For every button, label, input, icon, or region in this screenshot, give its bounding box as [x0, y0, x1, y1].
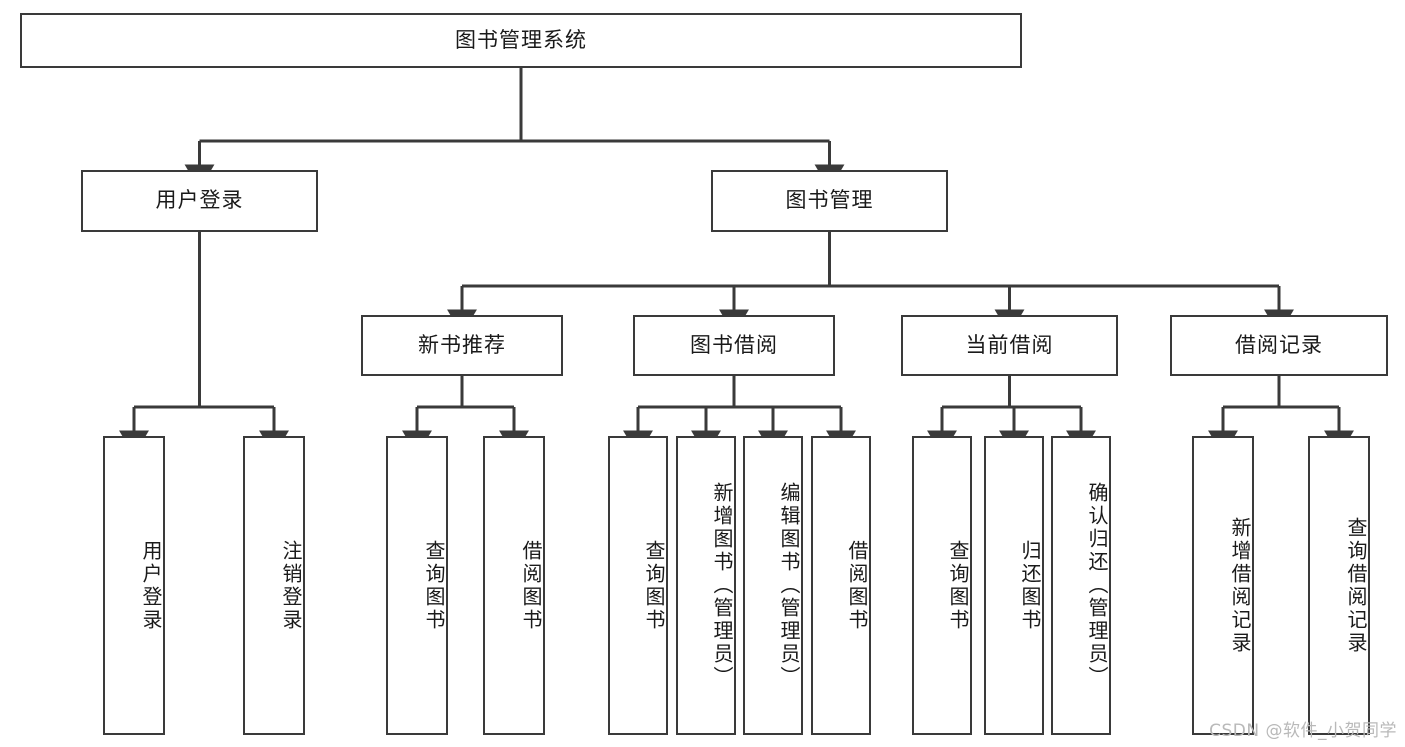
node-borrow-record[interactable]: 借阅记录 [1170, 315, 1388, 376]
node-label: 查询图书 [946, 539, 970, 632]
node-new-book-recommend[interactable]: 新书推荐 [361, 315, 563, 376]
node-label: 借阅图书 [519, 539, 543, 632]
node-label: 借阅图书 [845, 539, 869, 632]
node-current-borrow[interactable]: 当前借阅 [901, 315, 1118, 376]
node-leaf-add-borrow-record[interactable]: 新增借阅记录 [1192, 436, 1254, 735]
node-label: 图书管理系统 [455, 27, 587, 52]
node-label: 图书管理 [785, 188, 874, 213]
node-label: 查询借阅记录 [1344, 516, 1368, 655]
node-label: 编辑图书（管理员） [777, 482, 801, 689]
node-leaf-user-login[interactable]: 用户登录 [103, 436, 165, 735]
node-leaf-borrow-book-recommend[interactable]: 借阅图书 [483, 436, 545, 735]
node-label: 确认归还（管理员） [1085, 482, 1109, 689]
node-leaf-borrow-book[interactable]: 借阅图书 [811, 436, 871, 735]
node-label: 归还图书 [1018, 539, 1042, 632]
node-label: 新书推荐 [418, 332, 506, 357]
node-user-login[interactable]: 用户登录 [81, 170, 318, 232]
node-label: 新增图书（管理员） [710, 482, 734, 689]
node-leaf-confirm-return-admin[interactable]: 确认归还（管理员） [1051, 436, 1111, 735]
node-label: 查询图书 [422, 539, 446, 632]
watermark-text: CSDN @软件_小贺同学 [1209, 721, 1397, 741]
node-label: 图书借阅 [690, 332, 778, 357]
node-label: 用户登录 [139, 539, 163, 632]
node-label: 用户登录 [155, 188, 244, 213]
node-book-borrow[interactable]: 图书借阅 [633, 315, 835, 376]
node-leaf-query-borrow-record[interactable]: 查询借阅记录 [1308, 436, 1370, 735]
node-leaf-add-book-admin[interactable]: 新增图书（管理员） [676, 436, 736, 735]
node-leaf-edit-book-admin[interactable]: 编辑图书（管理员） [743, 436, 803, 735]
node-leaf-query-book-borrow[interactable]: 查询图书 [608, 436, 668, 735]
node-label: 查询图书 [642, 539, 666, 632]
node-leaf-query-book-recommend[interactable]: 查询图书 [386, 436, 448, 735]
node-label: 新增借阅记录 [1228, 516, 1252, 655]
node-leaf-query-book-current[interactable]: 查询图书 [912, 436, 972, 735]
node-label: 注销登录 [279, 539, 303, 632]
node-leaf-logout-login[interactable]: 注销登录 [243, 436, 305, 735]
node-label: 当前借阅 [965, 332, 1054, 357]
node-book-management[interactable]: 图书管理 [711, 170, 948, 232]
node-label: 借阅记录 [1235, 332, 1323, 357]
node-leaf-return-book[interactable]: 归还图书 [984, 436, 1044, 735]
node-root[interactable]: 图书管理系统 [20, 13, 1022, 68]
